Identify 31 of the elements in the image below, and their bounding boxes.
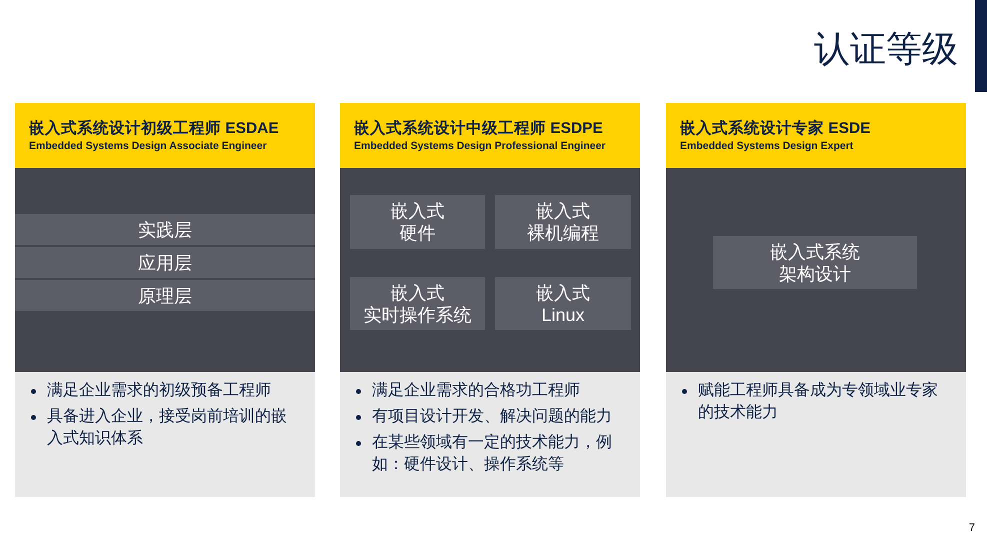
header-subtitle: Embedded Systems Design Expert [680, 139, 854, 153]
layer-panel [340, 168, 640, 372]
bullet-panel [666, 372, 966, 497]
topic-box: 嵌入式 裸机编程 [495, 195, 631, 249]
layer-panel [666, 168, 966, 372]
slide-title: 认证等级 [814, 27, 958, 71]
bullet-panel [15, 372, 315, 497]
bullet-text: 在某些领域有一定的技术能力，例如：硬件设计、操作系统等 [372, 434, 612, 473]
header-band [666, 103, 966, 168]
header-band [340, 103, 640, 168]
header-title: 嵌入式系统设计中级工程师 ESDPE [354, 119, 604, 139]
header-subtitle: Embedded Systems Design Professional Engineer [354, 139, 606, 153]
header-title: 嵌入式系统设计专家 ESDE [680, 119, 872, 139]
header-band [15, 103, 315, 168]
header-title: 嵌入式系统设计初级工程师 ESDAE [29, 119, 280, 139]
topic-box: 嵌入式 硬件 [350, 195, 485, 249]
bullet-panel [340, 372, 640, 497]
bullet-text: 赋能工程师具备成为专领域业专家的技术能力 [698, 382, 938, 421]
topic-box: 嵌入式系统 架构设计 [713, 236, 917, 289]
topic-box: 原理层 [15, 280, 315, 311]
layer-panel [15, 168, 315, 372]
header-subtitle: Embedded Systems Design Associate Engineer [29, 139, 268, 153]
bullet-text: 有项目设计开发、解决问题的能力 [372, 408, 612, 425]
bullet-text: 具备进入企业，接受岗前培训的嵌入式知识体系 [47, 408, 287, 447]
bullet-text: 满足企业需求的初级预备工程师 [47, 382, 271, 399]
topic-box: 实践层 [15, 214, 315, 245]
topic-box: 嵌入式 Linux [495, 277, 631, 330]
topic-box: 应用层 [15, 247, 315, 278]
bullet-text: 满足企业需求的合格功工程师 [372, 382, 580, 399]
page-number: 7 [968, 522, 975, 534]
topic-box: 嵌入式 实时操作系统 [350, 277, 485, 330]
